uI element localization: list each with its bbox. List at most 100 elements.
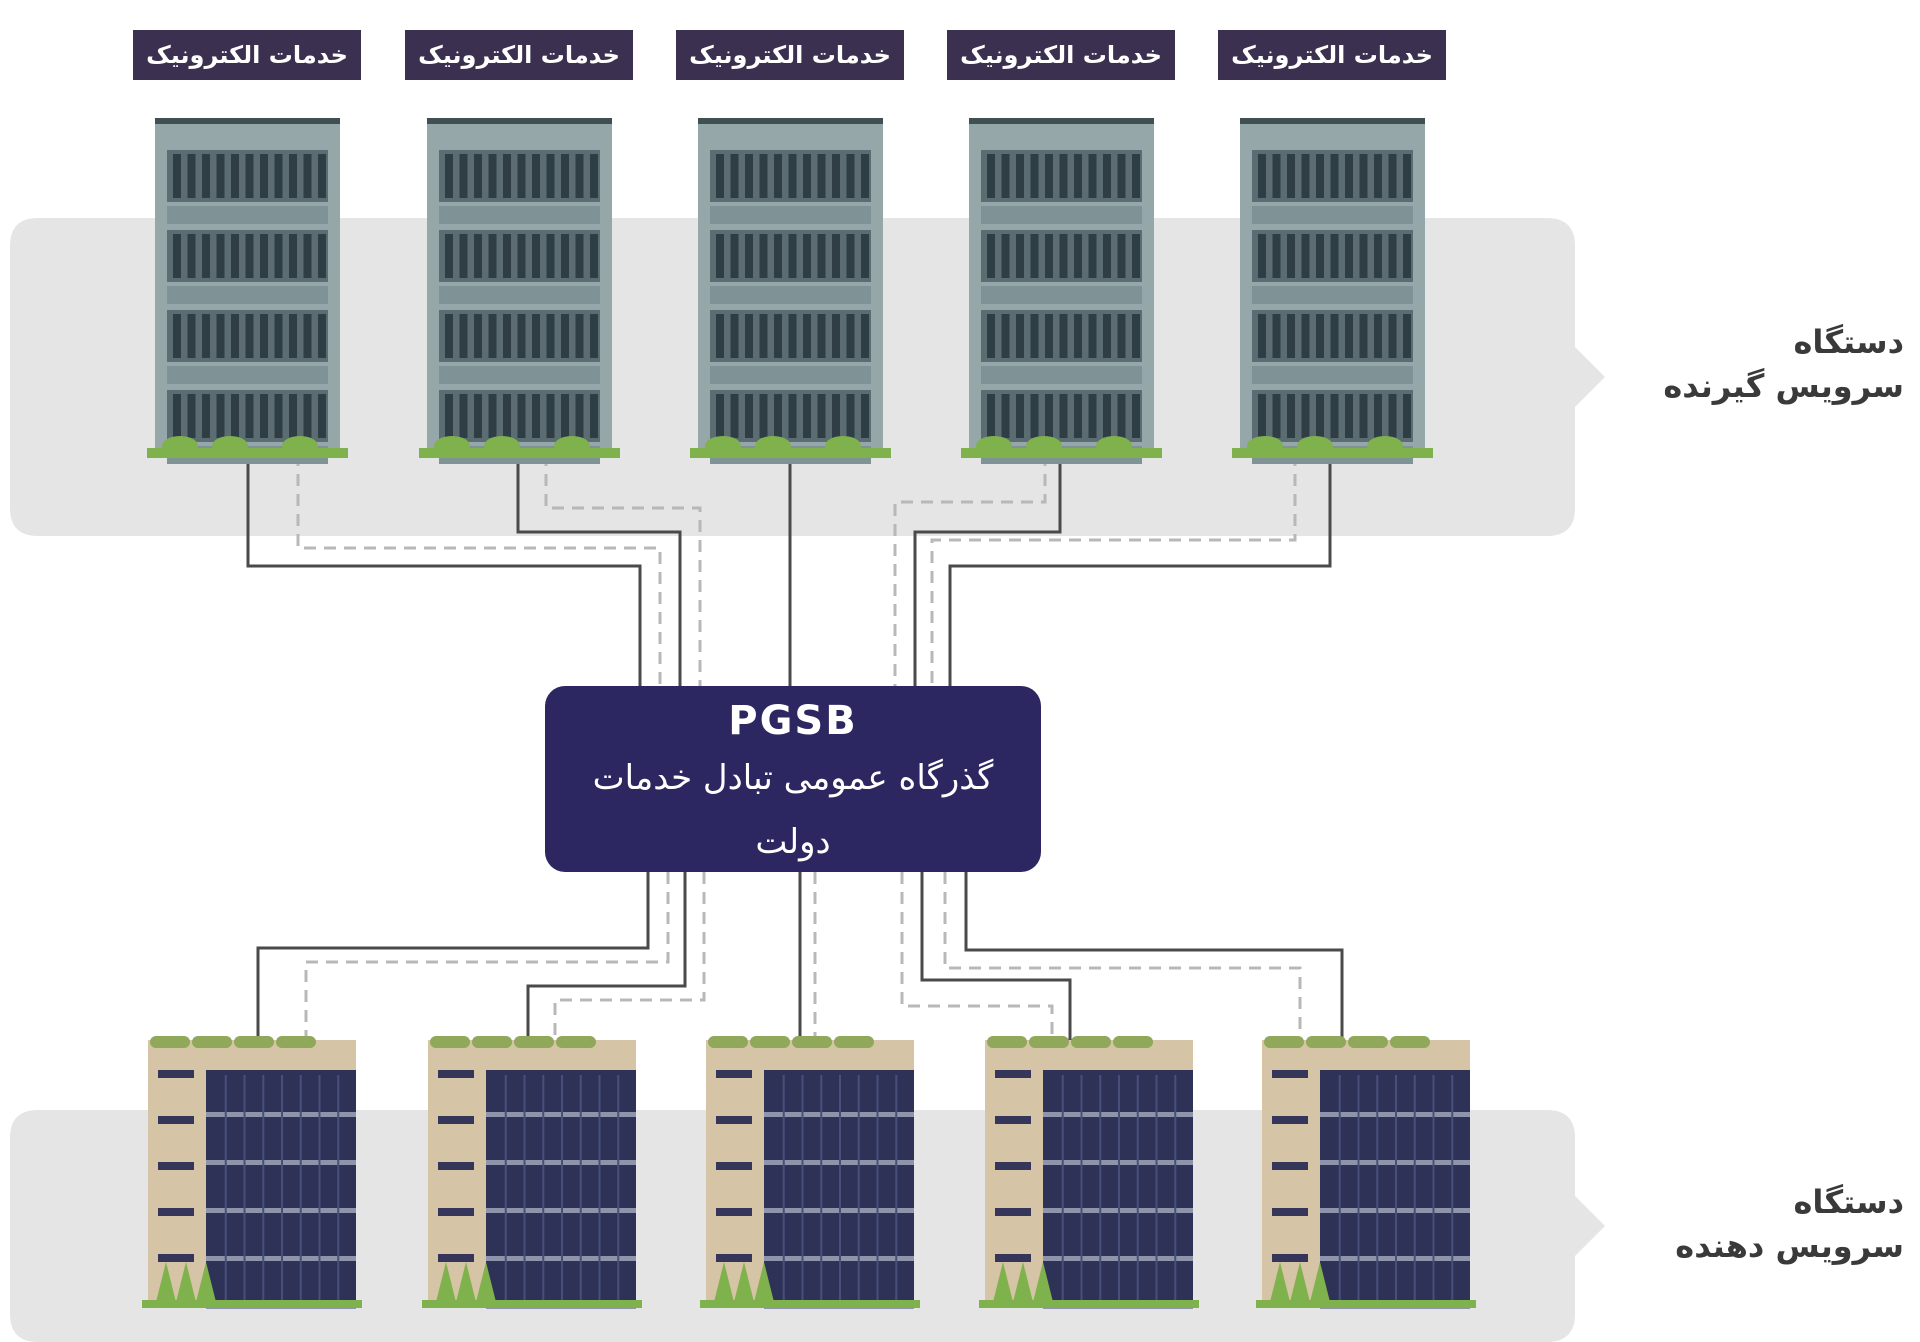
consumer-building — [690, 118, 891, 464]
window-mullion — [503, 314, 511, 358]
window-mullion — [1403, 314, 1411, 358]
window-mullion — [987, 314, 995, 358]
tree — [476, 1262, 496, 1302]
window-mullion — [987, 154, 995, 198]
window-mullion — [532, 394, 540, 438]
window-mullion — [1045, 234, 1053, 278]
window-mullion — [274, 314, 283, 358]
window-mullion — [561, 234, 569, 278]
window-mullion — [1287, 314, 1295, 358]
window-mullion — [274, 394, 283, 438]
window-mullion — [759, 154, 768, 198]
window-mullion — [803, 394, 811, 438]
window-mullion — [987, 394, 995, 438]
window-mullion — [216, 314, 225, 358]
window-mullion — [260, 394, 268, 438]
window-mullion — [1059, 394, 1068, 438]
connector-line — [526, 872, 687, 1040]
window-mullion — [517, 314, 526, 358]
window-mullion — [245, 234, 254, 278]
glass-mullion — [318, 1075, 321, 1300]
window-mullion — [1330, 154, 1339, 198]
window-mullion — [1345, 154, 1353, 198]
window-mullion — [575, 394, 584, 438]
floor-slab — [981, 206, 1142, 224]
window-mullion — [303, 154, 312, 198]
window-mullion — [517, 234, 526, 278]
side-window — [716, 1116, 752, 1124]
window-mullion — [173, 154, 181, 198]
window-mullion — [1001, 234, 1010, 278]
window-mullion — [1117, 314, 1126, 358]
glass-mullion — [857, 1075, 860, 1300]
window-mullion — [745, 394, 753, 438]
roof-garden — [1390, 1036, 1430, 1048]
tree — [456, 1262, 476, 1302]
window-mullion — [202, 314, 210, 358]
glass-mullion — [262, 1075, 265, 1300]
window-mullion — [803, 234, 811, 278]
window-mullion — [561, 394, 569, 438]
connector-line — [948, 454, 1332, 686]
window-mullion — [289, 394, 297, 438]
window-mullion — [861, 394, 869, 438]
glass-mullion — [1061, 1075, 1064, 1300]
consumer-zone-label-line2: سرویس گیرنده — [1663, 367, 1904, 405]
window-mullion — [459, 234, 468, 278]
window-mullion — [173, 394, 181, 438]
window-mullion — [187, 234, 196, 278]
roof-garden — [556, 1036, 596, 1048]
consumer-service-tag: خدمات الکترونیک — [947, 30, 1175, 80]
tree — [176, 1262, 196, 1302]
connector-line — [920, 872, 1072, 1040]
window-mullion — [1301, 394, 1310, 438]
window-mullion — [517, 394, 526, 438]
window-mullion — [1345, 314, 1353, 358]
window-mullion — [1088, 234, 1097, 278]
tree — [1033, 1262, 1053, 1302]
window-mullion — [1345, 234, 1353, 278]
window-mullion — [187, 154, 196, 198]
glass-mullion — [801, 1075, 804, 1300]
window-mullion — [546, 314, 555, 358]
roof-garden — [1306, 1036, 1346, 1048]
window-mullion — [474, 234, 482, 278]
provider-building — [142, 1036, 362, 1309]
glass-mullion — [1174, 1075, 1177, 1300]
grass-strip — [142, 1300, 362, 1308]
window-mullion — [861, 314, 869, 358]
grass-strip — [1232, 448, 1433, 458]
window-mullion — [1388, 394, 1397, 438]
shrub — [1247, 436, 1283, 456]
shrub — [212, 436, 248, 456]
glass-mullion — [224, 1075, 227, 1300]
window-mullion — [759, 394, 768, 438]
window-mullion — [1016, 314, 1024, 358]
window-mullion — [774, 154, 782, 198]
shrub — [434, 436, 470, 456]
window-mullion — [1030, 314, 1039, 358]
window-mullion — [318, 394, 326, 438]
grass-strip — [700, 1300, 920, 1308]
grass-strip — [979, 1300, 1199, 1308]
window-mullion — [474, 314, 482, 358]
window-mullion — [517, 154, 526, 198]
grass-strip — [961, 448, 1162, 458]
window-mullion — [260, 154, 268, 198]
glass-mullion — [782, 1075, 785, 1300]
roof-garden — [1029, 1036, 1069, 1048]
window-mullion — [1088, 154, 1097, 198]
floor-slab — [167, 286, 328, 304]
window-mullion — [445, 394, 453, 438]
window-mullion — [759, 234, 768, 278]
glass-mullion — [542, 1075, 545, 1300]
window-mullion — [817, 154, 826, 198]
window-mullion — [1030, 154, 1039, 198]
window-mullion — [832, 234, 840, 278]
window-mullion — [231, 314, 239, 358]
window-mullion — [474, 394, 482, 438]
window-mullion — [716, 394, 724, 438]
window-mullion — [1258, 314, 1266, 358]
window-mullion — [861, 154, 869, 198]
window-mullion — [1330, 394, 1339, 438]
